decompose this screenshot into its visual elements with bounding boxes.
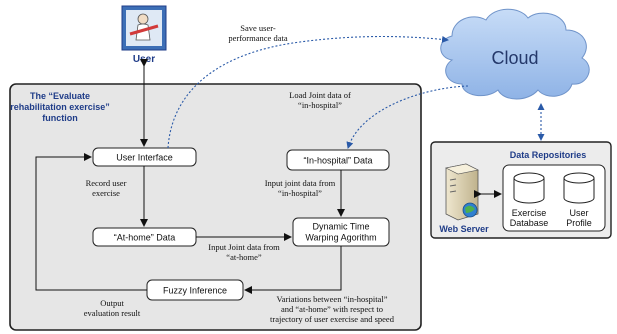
variations-label-line3: trajectory of user exercise and speed — [270, 314, 395, 324]
fuzzy-inference-label: Fuzzy Inference — [163, 286, 227, 296]
user-profile-line1: User — [569, 208, 588, 218]
server-icon — [445, 163, 479, 221]
data-repositories-title: Data Repositories — [510, 150, 587, 160]
save-label-line1: Save user- — [240, 23, 276, 33]
function-title-line1: The “Evaluate — [30, 91, 90, 101]
in-hospital-data-label: “In-hospital” Data — [303, 156, 372, 166]
dtw-label-line1: Dynamic Time — [312, 222, 369, 232]
save-label-line2: performance data — [228, 33, 287, 43]
user-exercise-icon — [121, 5, 167, 51]
cloud-label: Cloud — [491, 48, 538, 68]
input-hospital-label-line2: “in-hospital” — [278, 188, 322, 198]
user-profile-db-icon — [563, 172, 595, 204]
exercise-db-line2: Database — [510, 218, 549, 228]
web-server-label: Web Server — [439, 224, 489, 234]
in-hospital-data-node — [286, 149, 390, 171]
at-home-data-label: “At-home” Data — [114, 233, 176, 243]
function-title-line2: rehabilitation exercise” — [10, 102, 110, 112]
variations-label-line2: and “at-home” with respect to — [281, 304, 383, 314]
user-interface-label: User Interface — [116, 153, 173, 163]
load-label-line1: Load Joint data of — [289, 90, 351, 100]
user-label: User — [133, 54, 155, 65]
function-title-line3: function — [42, 113, 78, 123]
fuzzy-ui-feedback-arrow — [35, 153, 147, 291]
input-home-label-line2: “at-home” — [226, 252, 262, 262]
variations-label-line1: Variations between “in-hospital” — [277, 294, 388, 304]
record-label-line2: exercise — [92, 188, 120, 198]
dtw-fuzzy-arrow — [244, 246, 342, 294]
output-label-line2: evaluation result — [84, 308, 141, 318]
load-from-cloud-arrow — [346, 85, 469, 149]
input-home-label-line1: Input Joint data from — [208, 242, 280, 252]
user-profile-line2: Profile — [566, 218, 592, 228]
output-label-line1: Output — [100, 298, 124, 308]
exercise-database-icon — [513, 172, 545, 204]
dtw-label-line2: Warping Agorithm — [305, 233, 376, 243]
exercise-db-line1: Exercise — [512, 208, 547, 218]
record-label-line1: Record user — [86, 178, 127, 188]
save-to-cloud-arrow — [167, 35, 449, 149]
input-hospital-label-line1: Input joint data from — [265, 178, 336, 188]
load-label-line2: “in-hospital” — [298, 100, 342, 110]
cloud-icon — [440, 8, 590, 100]
evaluate-function-panel — [9, 83, 422, 331]
